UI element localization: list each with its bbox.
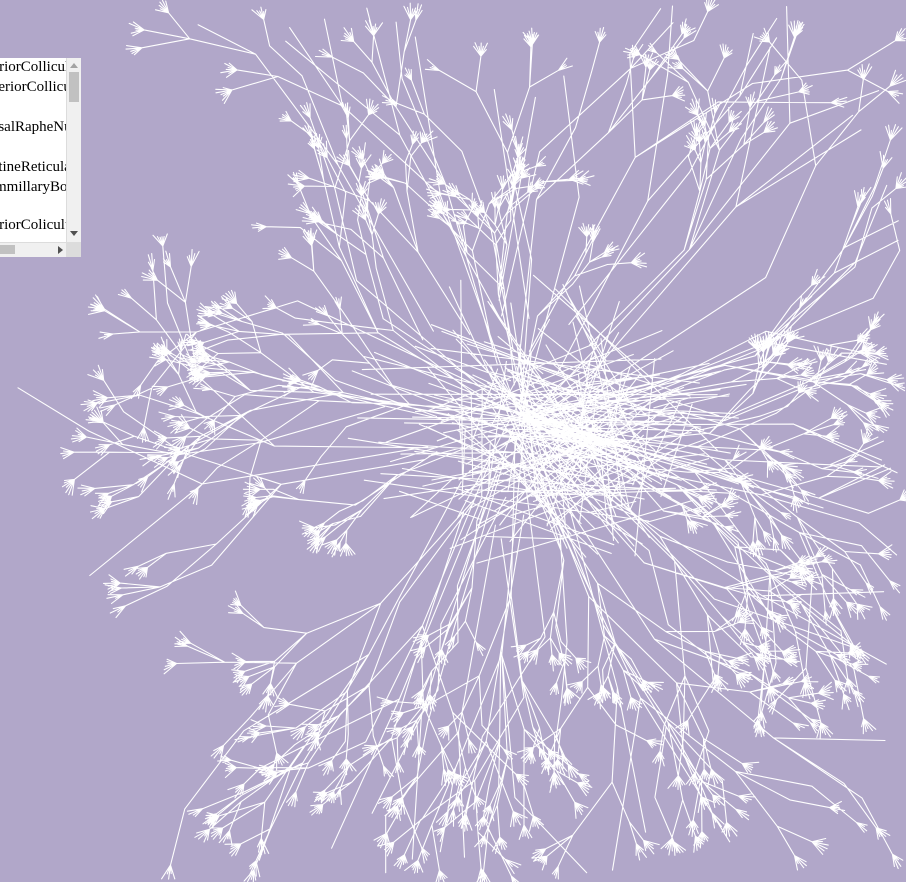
chevron-up-icon[interactable]: [70, 63, 78, 68]
region-label[interactable]: InferiorColiculus: [0, 217, 66, 233]
region-list-panel[interactable]: InferiorColliculus SuperiorColliculus Do…: [0, 58, 81, 257]
region-list-viewport[interactable]: InferiorColliculus SuperiorColliculus Do…: [0, 58, 66, 242]
region-label[interactable]: SuperiorColliculus: [0, 79, 66, 95]
chevron-down-icon[interactable]: [70, 231, 78, 236]
vertical-scroll-thumb[interactable]: [69, 72, 79, 102]
neuron-branches: [17, 0, 906, 882]
region-label[interactable]: InferiorColliculus: [0, 59, 66, 75]
region-label[interactable]: PontineReticularNuclei: [0, 159, 66, 175]
region-label[interactable]: DorsalRapheNuclei: [0, 119, 66, 135]
scrollbar-corner: [66, 242, 81, 257]
neuron-tree-group: [17, 0, 906, 882]
horizontal-scrollbar[interactable]: [0, 242, 66, 257]
horizontal-scroll-thumb[interactable]: [0, 245, 15, 254]
chevron-right-icon[interactable]: [58, 246, 63, 254]
vertical-scrollbar[interactable]: [66, 58, 81, 242]
region-label[interactable]: MammillaryBody: [0, 179, 66, 195]
